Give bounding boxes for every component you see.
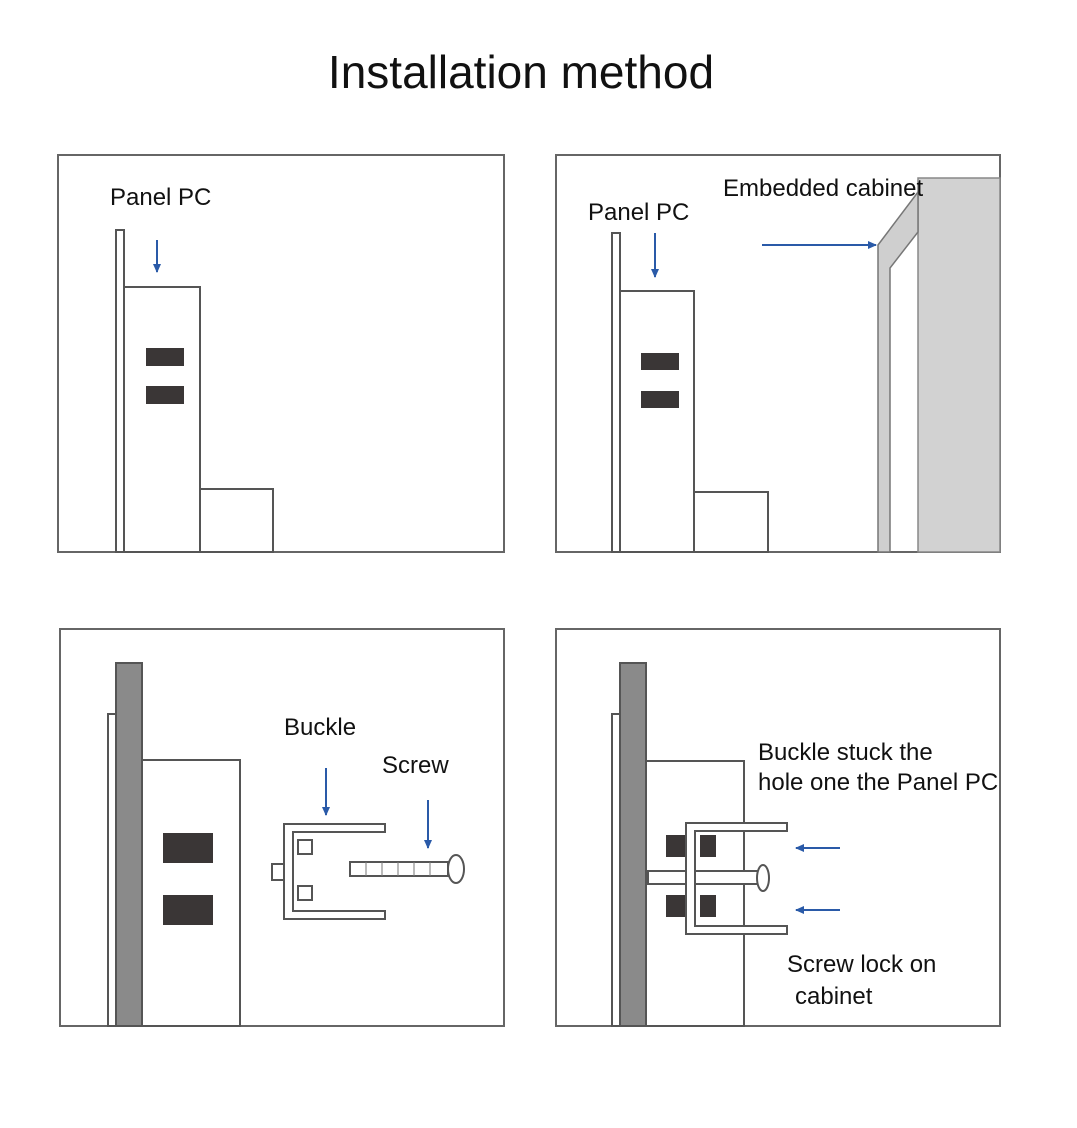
buckle-label: Buckle (284, 714, 356, 741)
panel-pc-label: Panel PC (588, 199, 689, 226)
screw-head (756, 864, 770, 892)
step-3-panel: Buckle Screw (59, 628, 505, 1027)
step-1-panel: Panel PC (57, 154, 505, 553)
screw-note-line-1: Screw lock on (787, 951, 936, 978)
cabinet-wall (115, 662, 143, 1027)
panel-bezel (611, 713, 621, 1027)
cabinet-wall (619, 662, 647, 1027)
panel-pc-label: Panel PC (110, 184, 211, 211)
diagram-title: Installation method (328, 46, 714, 98)
panel-pc-body (141, 759, 241, 1027)
panel-pc-body (619, 290, 695, 553)
panel-bezel (611, 232, 621, 553)
panel-pc-back-box (199, 488, 274, 553)
port-slot (146, 348, 184, 366)
port-slot (666, 895, 686, 917)
step-2-panel: Embedded cabinet Panel PC (555, 154, 1001, 553)
port-slot (146, 386, 184, 404)
buckle-tab (297, 839, 313, 855)
buckle-nut (700, 835, 716, 857)
screw-note-line-2: cabinet (795, 983, 873, 1010)
embedded-cabinet (917, 177, 1001, 553)
port-slot (641, 353, 679, 370)
step-4-panel: Buckle stuck the hole one the Panel PC S… (555, 628, 1001, 1027)
buckle-part (283, 823, 386, 920)
buckle-tab (297, 885, 313, 901)
panel-bezel (107, 713, 117, 1027)
port-slot (641, 391, 679, 408)
screw-part (349, 854, 465, 884)
panel-pc-body (123, 286, 201, 553)
buckle-note-line-2: hole one the Panel PC (758, 769, 998, 796)
buckle-note-line-1: Buckle stuck the (758, 739, 933, 766)
screw-label: Screw (382, 752, 449, 779)
port-slot (163, 895, 213, 925)
port-slot (666, 835, 686, 857)
buckle-part (685, 822, 788, 935)
buckle-nut (700, 895, 716, 917)
panel-pc-back-box (693, 491, 769, 553)
port-slot (163, 833, 213, 863)
embedded-cabinet-label: Embedded cabinet (723, 175, 923, 202)
screw-part (647, 870, 761, 885)
buckle-tab (271, 863, 285, 881)
panel-bezel (115, 229, 125, 553)
cabinet-wall (877, 189, 919, 553)
